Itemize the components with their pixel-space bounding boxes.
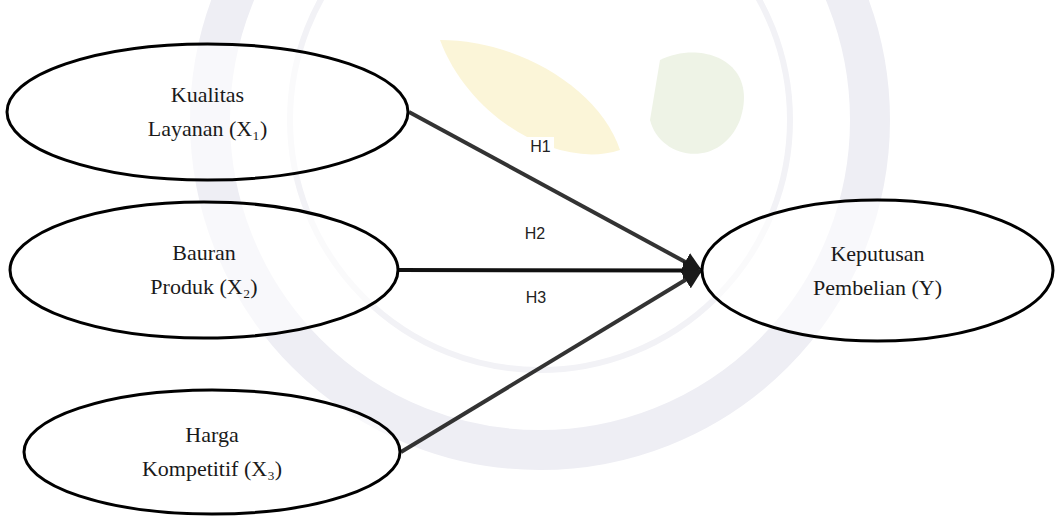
ellipse-node: Harga Kompetitif (X₃) xyxy=(22,388,402,516)
hypothesis-arrow xyxy=(401,271,701,453)
seal-emblem xyxy=(650,53,744,154)
hypothesis-arrow xyxy=(399,268,701,273)
node-label-group: Harga Kompetitif (X₃) xyxy=(136,418,288,486)
edge-label: H1 xyxy=(527,137,553,157)
hypothesis-arrow xyxy=(409,112,701,271)
ellipse-node: Keputusan Pembelian (Y) xyxy=(700,198,1055,343)
ellipse-outline xyxy=(8,200,400,340)
ellipse-outline xyxy=(5,42,410,182)
node-label-group: Bauran Produk (X₂) xyxy=(144,236,264,304)
edge-label: H2 xyxy=(522,224,548,244)
node-label: Bauran Produk (X₂) xyxy=(144,236,264,304)
ellipse-shape xyxy=(7,44,408,180)
ellipse-shape xyxy=(24,390,400,514)
ellipse-shape xyxy=(10,202,398,338)
node-label: Kualitas Layanan (X₁) xyxy=(142,78,274,146)
ellipse-outline xyxy=(700,198,1055,343)
node-label: Harga Kompetitif (X₃) xyxy=(136,418,288,486)
ellipse-outline xyxy=(22,388,402,516)
ellipse-node: Bauran Produk (X₂) xyxy=(8,200,400,340)
ellipse-node: Kualitas Layanan (X₁) xyxy=(5,42,410,182)
node-label-group: Keputusan Pembelian (Y) xyxy=(805,237,950,305)
edge-label: H3 xyxy=(523,288,549,308)
node-label-group: Kualitas Layanan (X₁) xyxy=(142,78,274,146)
seal-inner-ring xyxy=(290,0,790,370)
ellipse-shape xyxy=(702,200,1053,341)
node-label: Keputusan Pembelian (Y) xyxy=(805,237,950,305)
